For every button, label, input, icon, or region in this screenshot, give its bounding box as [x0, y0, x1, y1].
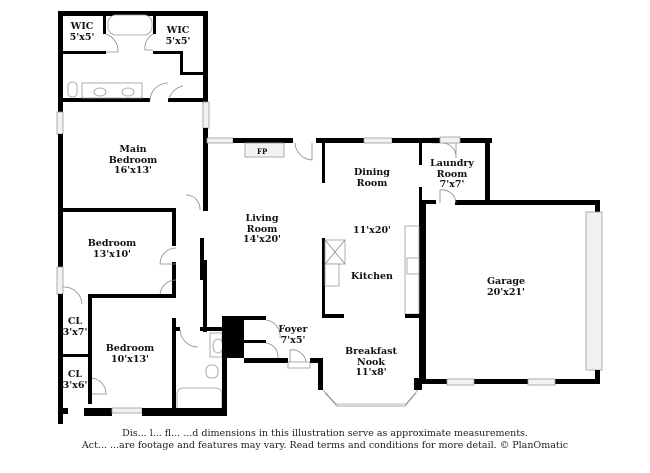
fireplace-label: FP [257, 147, 268, 156]
disclaimer-line-2: Act... ...are footage and features may v… [81, 440, 569, 451]
bedroom-wing-walls [56, 100, 225, 424]
room-label-kitchen-dims: 11'x20' [353, 225, 391, 236]
master-suite-walls [58, 11, 208, 102]
garage-walls [419, 136, 603, 386]
room-label-kitchen: Kitchen [351, 271, 393, 282]
bottom-wall-strip [58, 316, 244, 416]
disclaimer-line-1: Dis... l... fl... ...d dimensions in thi… [122, 428, 528, 439]
central-walls [200, 137, 492, 407]
disclaimer: Dis... l... fl... ...d dimensions in thi… [0, 428, 650, 452]
master-bath-fixtures [67, 14, 184, 102]
